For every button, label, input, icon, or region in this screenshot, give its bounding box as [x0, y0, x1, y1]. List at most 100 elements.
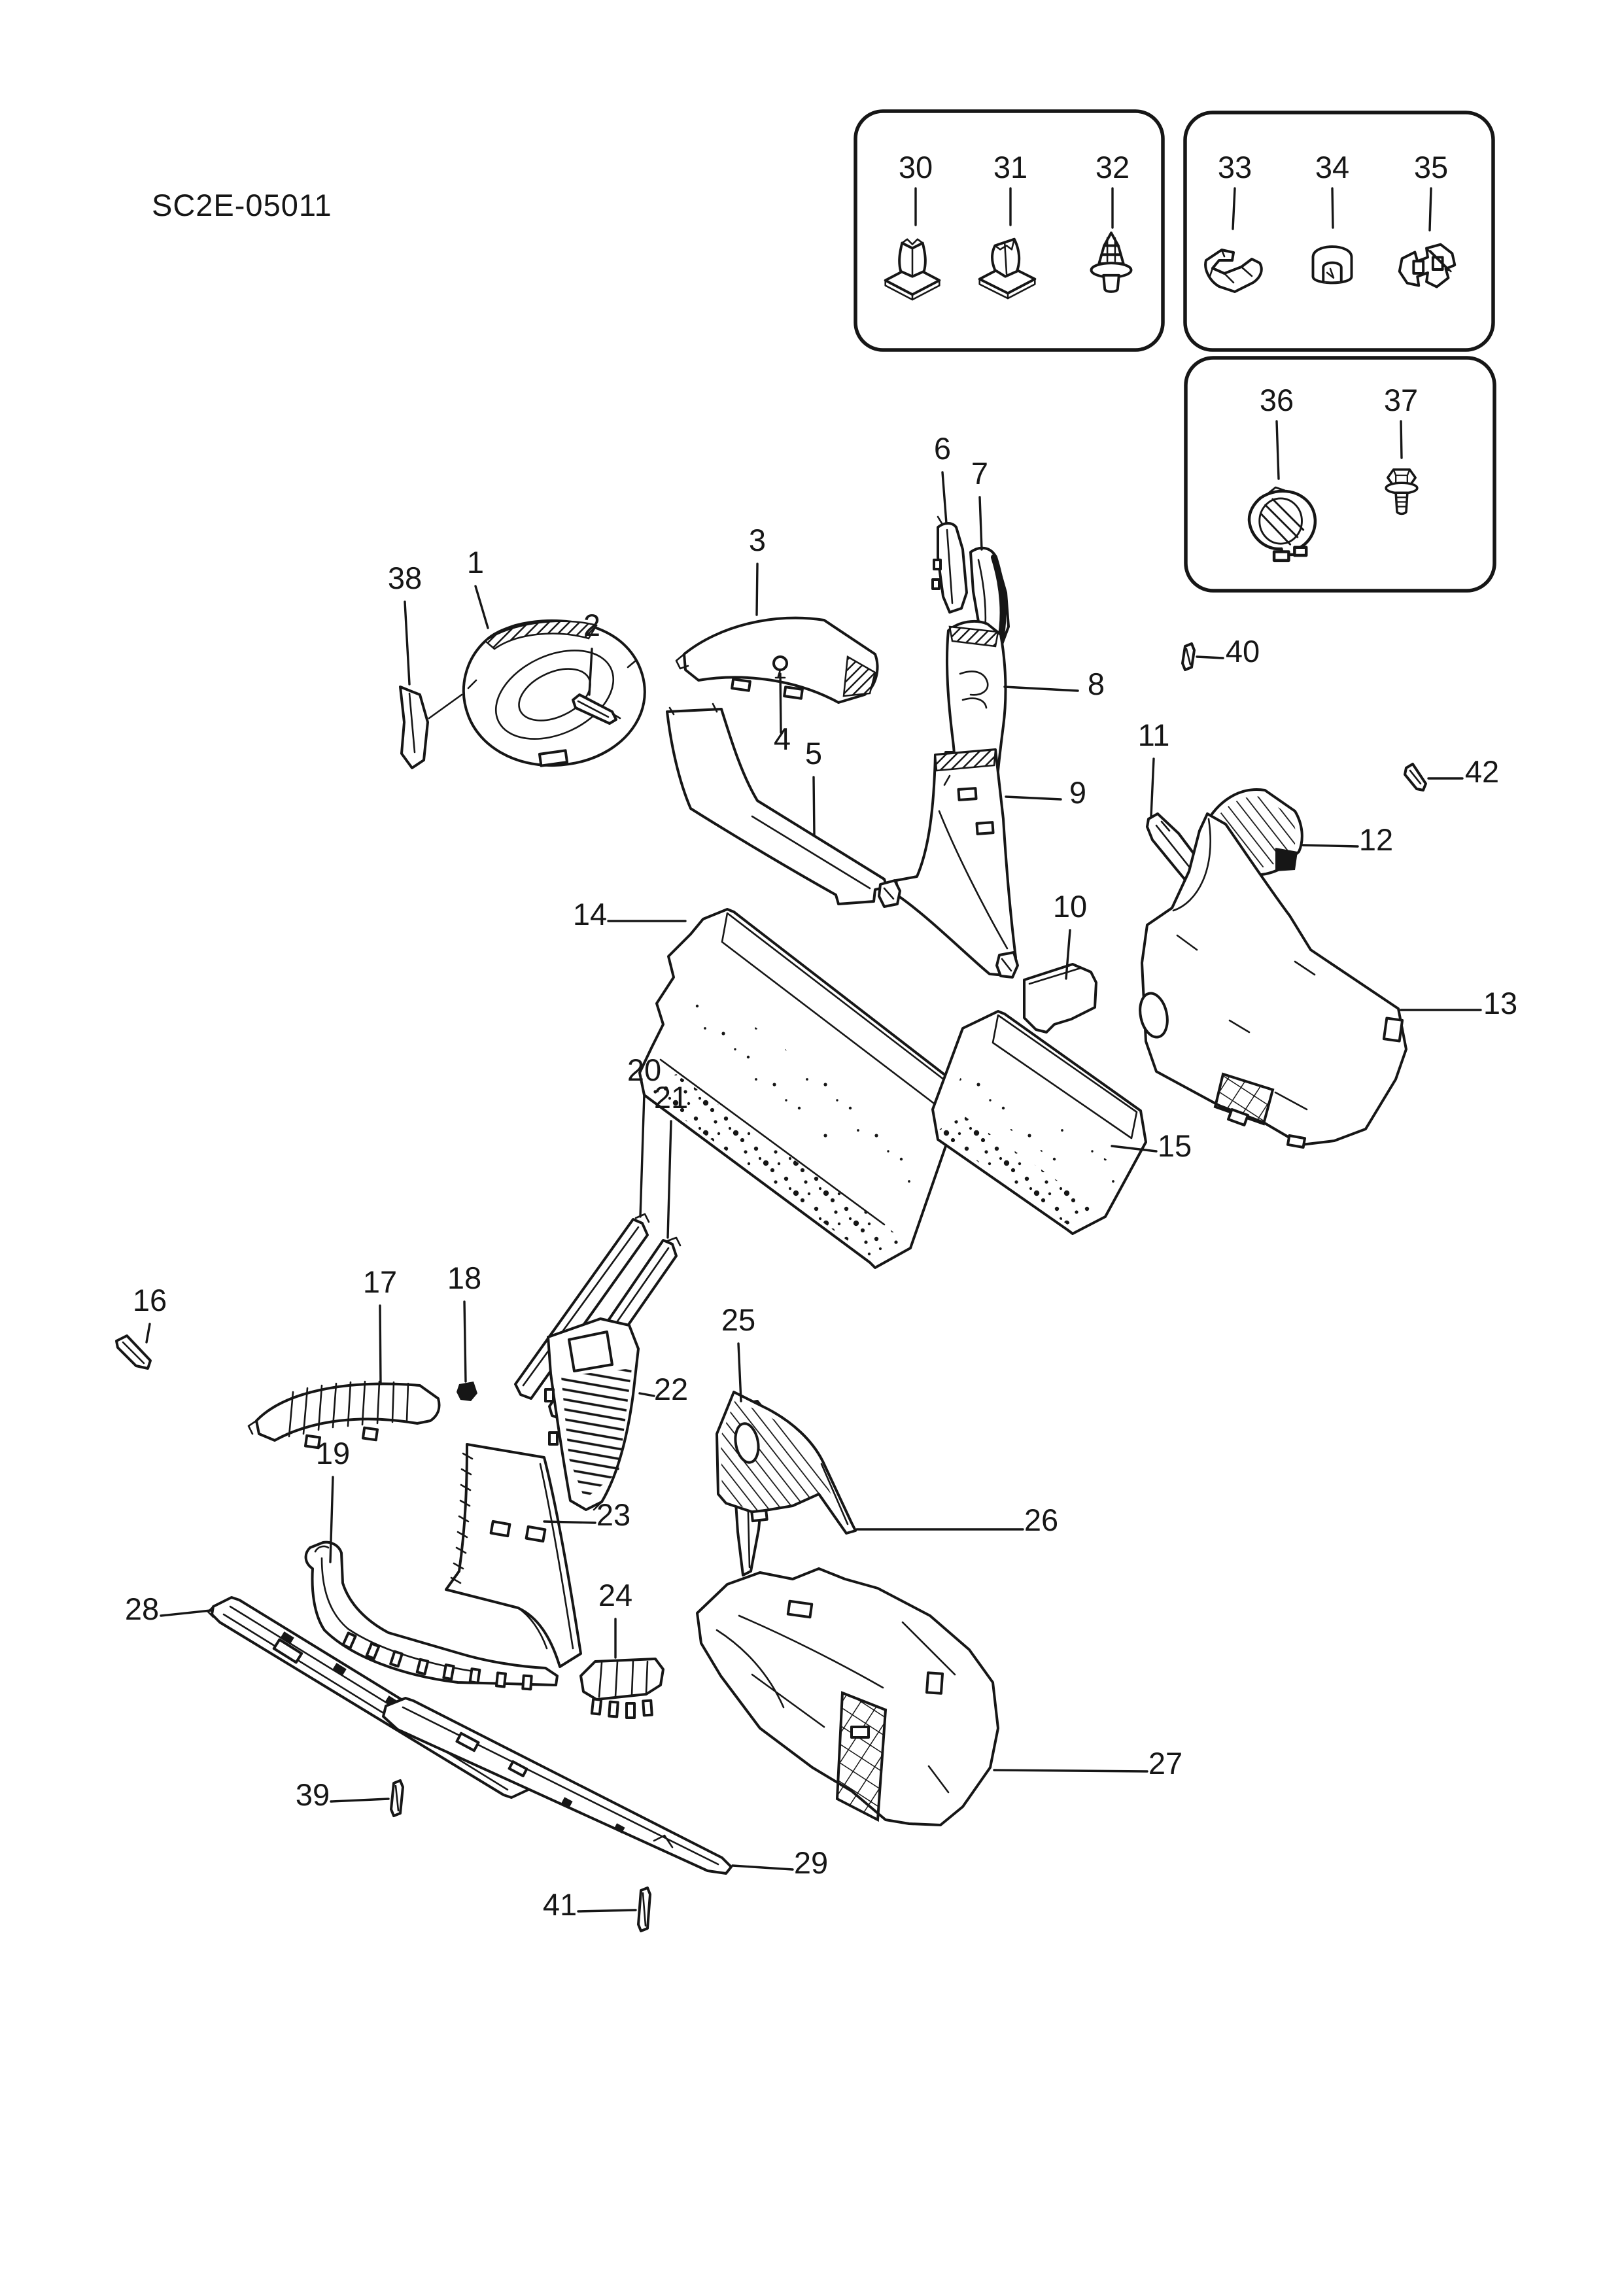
part-22-shape [544, 1317, 640, 1511]
callout-11: 11 [1138, 718, 1170, 818]
callout-leader-19 [329, 1476, 334, 1563]
callout-23: 23 [543, 1497, 630, 1532]
part-number-label-14: 14 [573, 897, 607, 931]
part-number-label-25: 25 [721, 1302, 755, 1337]
callout-26: 26 [855, 1503, 1058, 1537]
callout-leader-40 [1196, 655, 1224, 659]
callout-40: 40 [1196, 634, 1260, 669]
part-17-shape [247, 1380, 441, 1450]
part-26-shape [716, 1391, 857, 1535]
part-number-label-13: 13 [1483, 986, 1517, 1020]
callout-leader-28 [160, 1609, 212, 1617]
part-number-label-26: 26 [1024, 1503, 1058, 1537]
callout-12: 12 [1302, 822, 1393, 857]
flange-bolt-icon [1385, 468, 1419, 515]
callout-leader-4 [779, 672, 782, 734]
part-number-label-39: 39 [296, 1777, 330, 1812]
part-number-label-20: 20 [627, 1052, 661, 1087]
part-number-label-2: 2 [583, 608, 600, 642]
part-1-shape [462, 619, 646, 767]
part-number-label-6: 6 [934, 431, 951, 466]
callout-21: 21 [654, 1080, 688, 1239]
fastener-label-34: 34 [1315, 150, 1349, 184]
part-number-label-17: 17 [363, 1264, 397, 1299]
callout-27: 27 [993, 1746, 1182, 1781]
grommet-clip-icon [884, 237, 941, 302]
part-24-shape [579, 1658, 664, 1719]
callout-leader-10 [1065, 929, 1071, 980]
callout-leader-22 [638, 1392, 655, 1397]
fastener-label-35: 35 [1414, 150, 1448, 184]
part-shapes-layer [115, 515, 1427, 1932]
part-5-shape [666, 703, 888, 905]
part-39-shape [390, 1779, 404, 1817]
fastener-box-frame [854, 109, 1165, 352]
part-number-label-16: 16 [133, 1283, 167, 1317]
part-number-label-40: 40 [1226, 634, 1260, 669]
part-number-label-9: 9 [1069, 775, 1086, 810]
callout-leader-25 [737, 1342, 742, 1402]
part-14-shape [638, 908, 959, 1269]
callout-leader-8 [1003, 686, 1079, 692]
diagram-code: SC2E-05011 [152, 188, 332, 222]
part-number-label-1: 1 [467, 545, 484, 580]
callout-14: 14 [573, 897, 687, 931]
fastener-leader-35 [1428, 187, 1432, 232]
fastener-box-frame [1183, 111, 1495, 352]
fastener-label-36: 36 [1260, 383, 1294, 417]
callout-4: 4 [774, 672, 791, 756]
callout-18: 18 [447, 1261, 481, 1383]
part-number-label-42: 42 [1465, 754, 1499, 789]
callout-leader-12 [1302, 844, 1359, 848]
part-number-label-28: 28 [125, 1592, 159, 1626]
fastener-label-37: 37 [1384, 383, 1418, 417]
fastener-leader-37 [1400, 420, 1403, 459]
callout-leader-1 [474, 585, 489, 629]
callout-24: 24 [598, 1578, 632, 1659]
callout-leader-7 [978, 496, 983, 551]
callout-28: 28 [125, 1592, 212, 1626]
callout-leader-15 [1111, 1145, 1158, 1153]
callout-6: 6 [934, 431, 951, 525]
part-16-shape [115, 1334, 152, 1370]
part-number-label-5: 5 [805, 736, 822, 771]
part-number-label-38: 38 [388, 561, 422, 595]
callout-3: 3 [749, 523, 766, 616]
callout-leader-39 [330, 1798, 390, 1803]
harness-clamp-icon [1249, 487, 1315, 561]
callout-25: 25 [721, 1302, 755, 1402]
part-number-label-11: 11 [1138, 718, 1170, 752]
part-number-label-21: 21 [654, 1080, 688, 1115]
part-19-shape [304, 1540, 559, 1691]
part-number-label-4: 4 [774, 722, 791, 756]
callout-leader-21 [666, 1120, 672, 1239]
part-number-label-7: 7 [971, 456, 988, 491]
part-41-shape [637, 1887, 651, 1932]
part-number-label-19: 19 [316, 1436, 350, 1470]
callout-leader-9 [1005, 795, 1062, 801]
fastener-leader-36 [1275, 420, 1280, 480]
callout-5: 5 [805, 736, 822, 837]
callout-41: 41 [543, 1887, 637, 1922]
callout-leader-38 [404, 600, 411, 686]
fastener-leader-33 [1232, 187, 1236, 230]
callout-leader-6 [941, 471, 948, 525]
fastener-label-32: 32 [1096, 150, 1130, 184]
part-number-label-3: 3 [749, 523, 766, 557]
part-number-label-18: 18 [447, 1261, 481, 1295]
grommet-clip2-icon [978, 237, 1037, 300]
part-23-shape [445, 1443, 582, 1668]
part-number-label-15: 15 [1158, 1128, 1192, 1163]
fastener-leader-34 [1331, 187, 1334, 229]
fastener-label-33: 33 [1218, 150, 1252, 184]
callout-16: 16 [133, 1283, 167, 1344]
callout-leader-23 [543, 1520, 596, 1524]
callout-38: 38 [388, 561, 422, 686]
part-number-label-23: 23 [596, 1497, 630, 1532]
callout-2: 2 [583, 608, 600, 696]
callout-leader-29 [731, 1864, 794, 1871]
